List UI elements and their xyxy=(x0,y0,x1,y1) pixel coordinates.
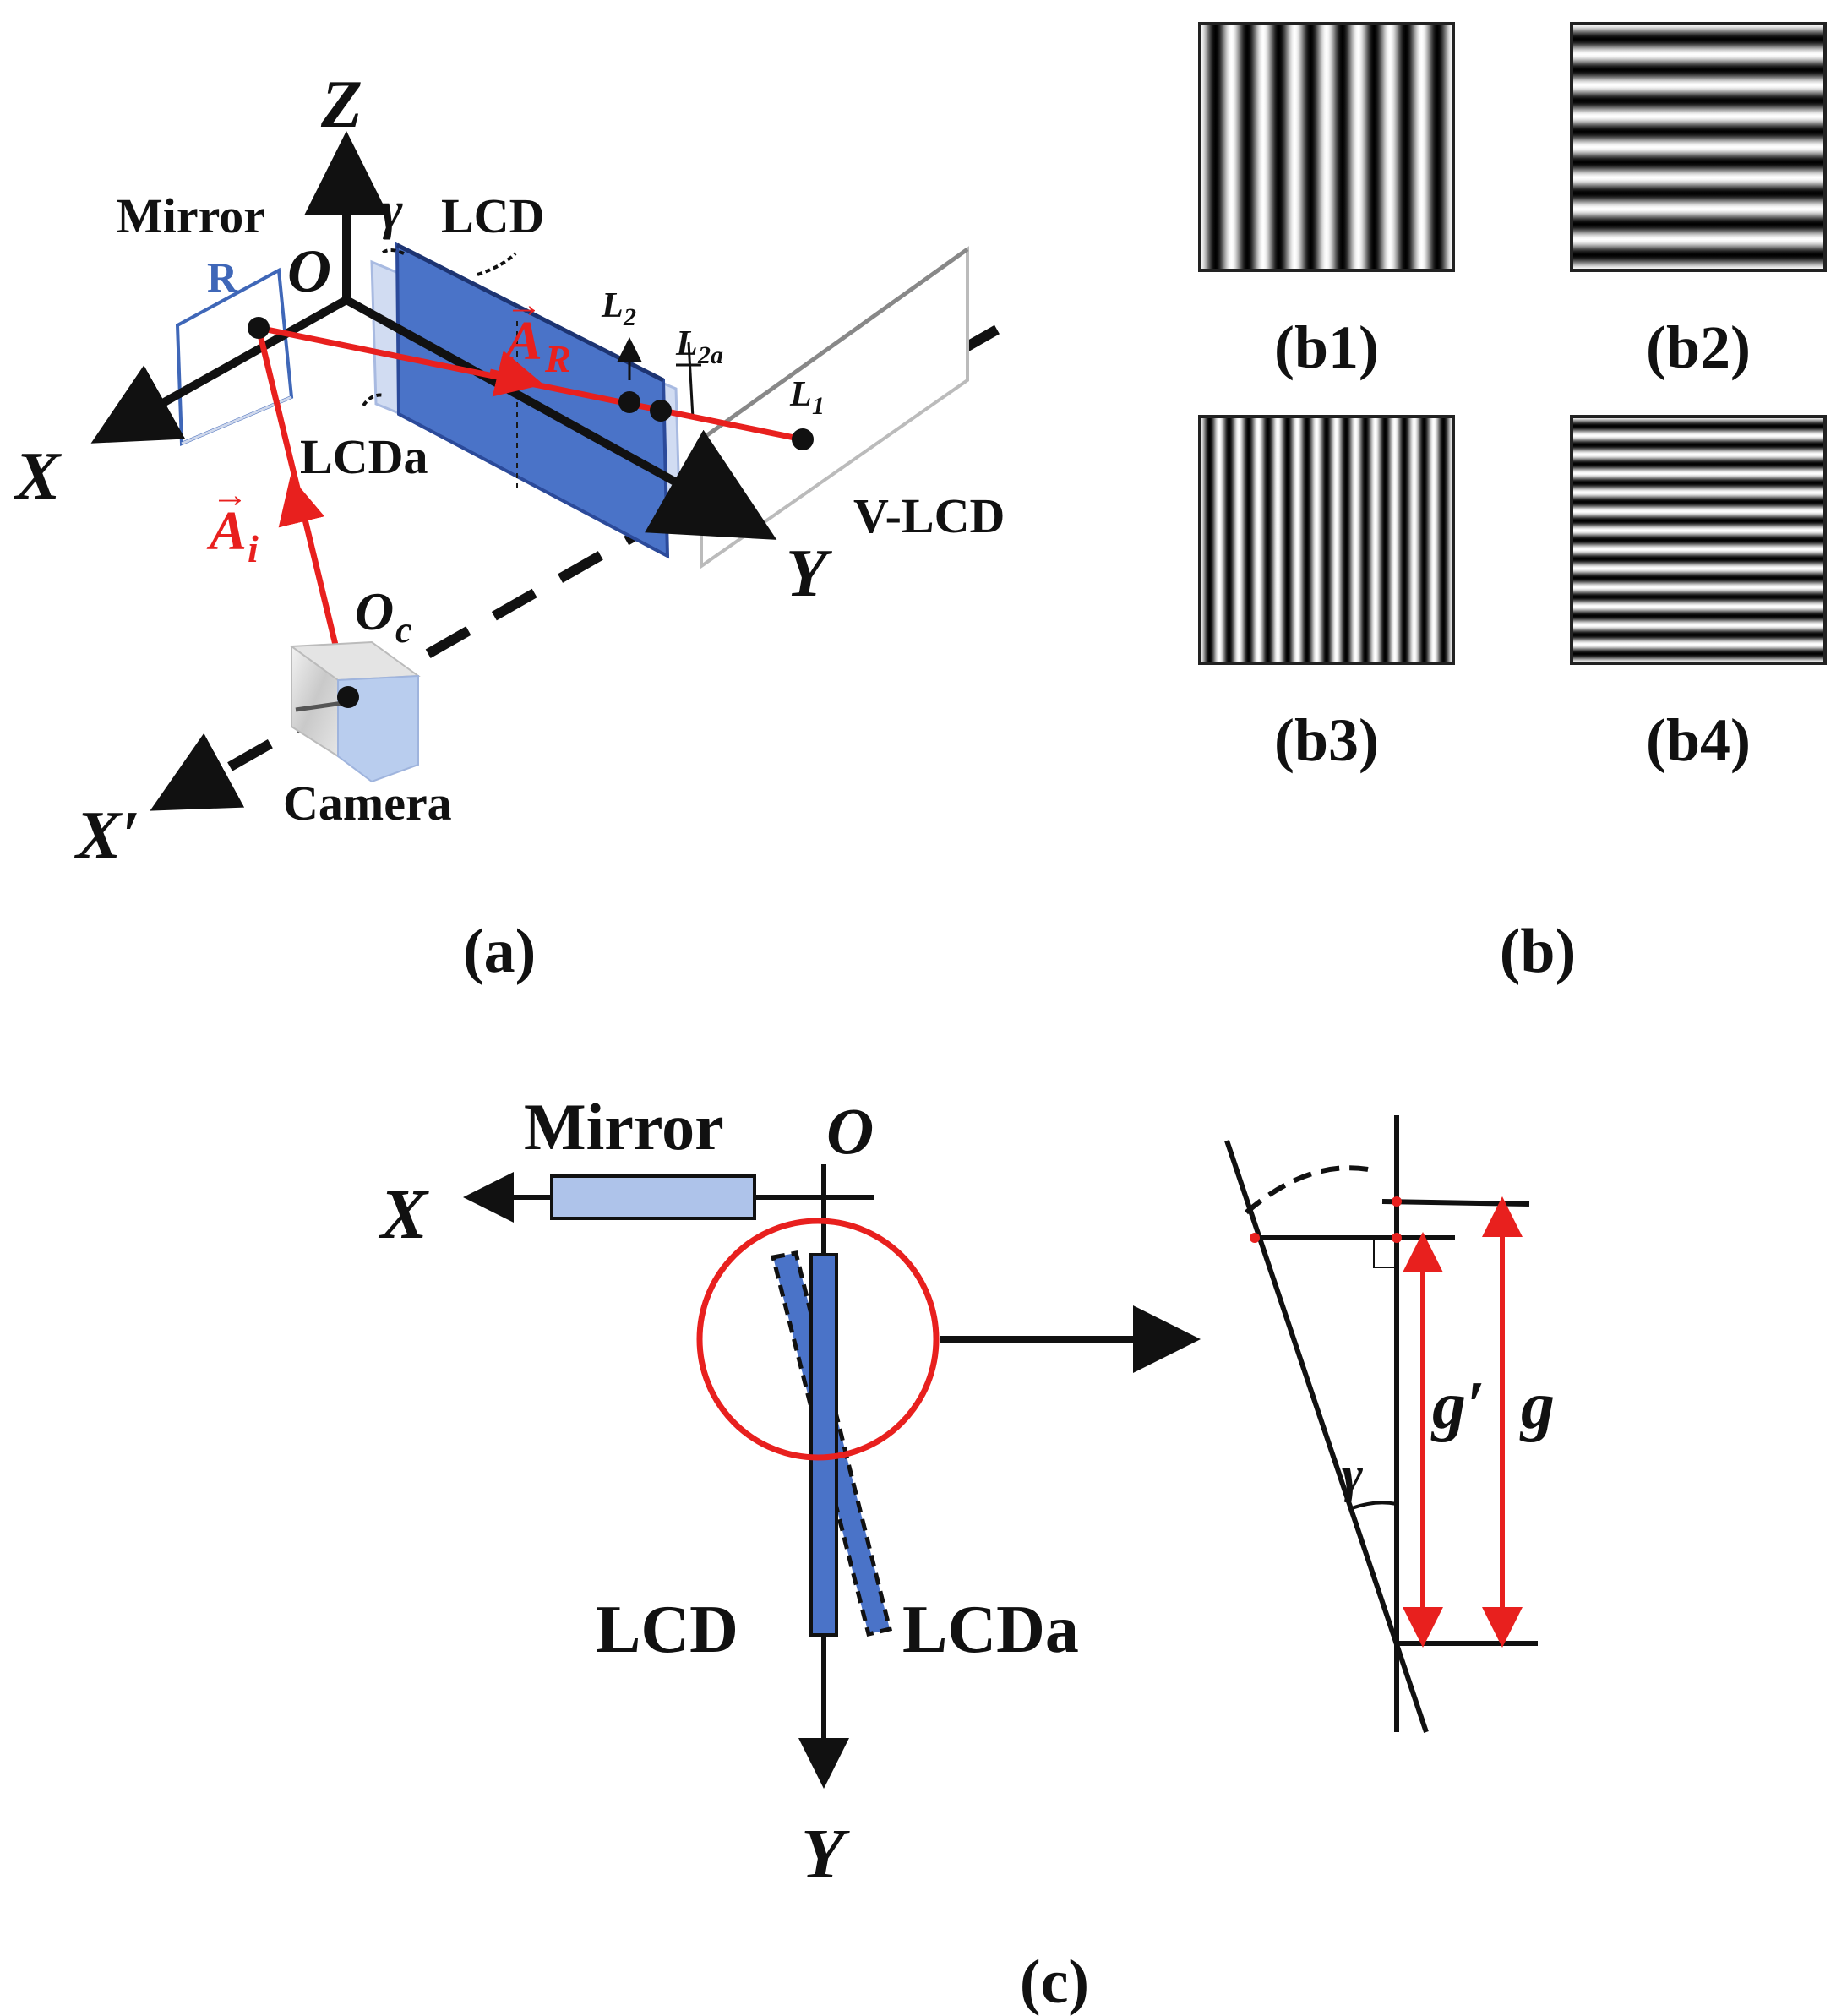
fringe-pattern-b3 xyxy=(1198,415,1455,665)
c-gamma-arc xyxy=(1351,1501,1398,1510)
fringe-pattern-b1 xyxy=(1198,22,1455,272)
label-b2: (b2) xyxy=(1646,313,1751,381)
axis-y-arrow xyxy=(645,429,777,540)
point-l2 xyxy=(618,391,640,413)
caption-a: (a) xyxy=(463,917,536,986)
label-axis-y: Y xyxy=(786,537,832,611)
l2a-tick xyxy=(687,341,695,419)
lcda-pointer-arc xyxy=(362,393,385,407)
label-b1: (b1) xyxy=(1274,313,1379,381)
c-zoom-top-line xyxy=(1381,1199,1530,1207)
label-l2a-sub: 2a xyxy=(697,341,723,369)
label-axis-x: X xyxy=(13,439,62,514)
point-l2a xyxy=(650,400,672,422)
c-label-lcd: LCD xyxy=(596,1593,738,1667)
axis-x xyxy=(90,296,349,444)
c-label-axis-y: Y xyxy=(801,1815,850,1893)
gamma-arc-top xyxy=(380,248,405,255)
point-l1 xyxy=(792,428,814,450)
ray-incident xyxy=(255,327,351,698)
vlcd-top-edge xyxy=(700,247,969,442)
label-b4: (b4) xyxy=(1646,706,1751,774)
ray-incident-arrow xyxy=(278,476,325,528)
fringe-pattern-b2 xyxy=(1570,22,1827,272)
camera-icon xyxy=(289,640,421,783)
label-b3: (b3) xyxy=(1274,706,1379,774)
fringe-pattern-b4 xyxy=(1570,415,1827,665)
c-zoom-dashed-arc xyxy=(1245,1165,1374,1215)
label-ar-sub: R xyxy=(544,337,571,380)
c-mirror-rect xyxy=(550,1174,756,1220)
panel-c: Mirror O X Y LCD LCDa g′ g γ (c) xyxy=(378,1090,1555,2016)
c-zoom-circle xyxy=(696,1218,940,1461)
c-right-angle-mark xyxy=(1373,1238,1397,1268)
c-point-mid xyxy=(1392,1233,1402,1243)
label-mirror-r: R xyxy=(207,253,238,301)
label-axis-x-prime: X′ xyxy=(74,798,140,873)
lcd-pointer-arc xyxy=(477,252,517,276)
c-label-gamma: γ xyxy=(1342,1447,1363,1502)
label-lcda-a: LCDa xyxy=(300,429,428,484)
label-vlcd: V-LCD xyxy=(853,488,1005,543)
label-l1-base: L xyxy=(789,375,812,414)
label-ai-arrow: → xyxy=(211,474,248,515)
c-point-left xyxy=(1250,1233,1260,1243)
point-camera-center xyxy=(337,686,359,708)
label-mirror-a: Mirror xyxy=(117,188,265,243)
c-label-mirror: Mirror xyxy=(524,1090,724,1163)
label-oc-base: O xyxy=(355,581,394,641)
label-oc-sub: c xyxy=(395,609,412,651)
label-ar-base: A xyxy=(502,310,542,372)
panel-a: Z X Y X′ O γ Mirror R LCD LCDa V-LCD Cam… xyxy=(13,68,1005,986)
axis-x-prime-arrow xyxy=(150,733,245,811)
caption-c: (c) xyxy=(1020,1948,1089,2016)
caption-b: (b) xyxy=(1500,917,1576,986)
label-l1-sub: 1 xyxy=(812,392,825,420)
label-l2-base: L xyxy=(601,286,624,325)
point-mirror-hit xyxy=(248,317,270,339)
c-label-axis-x: X xyxy=(378,1175,429,1254)
c-label-lcda: LCDa xyxy=(902,1593,1079,1667)
ray-reflected-arrow xyxy=(489,350,544,397)
c-lcd-bar xyxy=(809,1253,838,1637)
label-origin: O xyxy=(287,237,331,305)
label-ar-arrow: → xyxy=(505,284,542,325)
c-point-top xyxy=(1392,1196,1402,1207)
label-camera: Camera xyxy=(283,776,452,831)
c-label-origin: O xyxy=(826,1094,874,1168)
label-gamma-a: γ xyxy=(380,180,403,240)
mirror-bottom-edge xyxy=(181,395,292,445)
label-lcd-a: LCD xyxy=(441,188,544,243)
label-l2a-base: L xyxy=(675,324,698,363)
label-axis-z: Z xyxy=(320,68,362,142)
c-label-g: g xyxy=(1519,1369,1555,1443)
panel-b: (b1) (b2) (b3) (b4) (b) xyxy=(1198,22,1827,986)
label-l2-sub: 2 xyxy=(623,303,636,331)
label-ai-sub: i xyxy=(248,527,259,570)
label-ai-base: A xyxy=(206,500,247,562)
c-label-gprime: g′ xyxy=(1430,1369,1485,1443)
